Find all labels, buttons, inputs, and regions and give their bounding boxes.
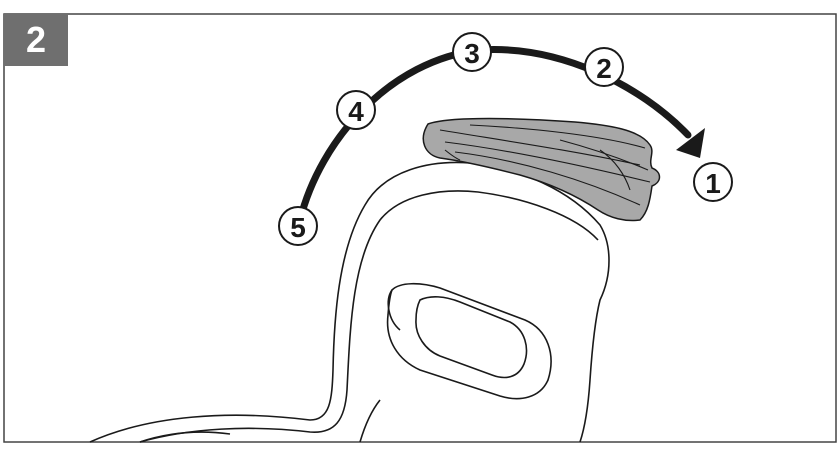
folded-strap <box>422 117 661 222</box>
step-number-badge: 2 <box>4 14 68 66</box>
marker-5: 5 <box>278 206 318 246</box>
arrow-head <box>676 128 705 158</box>
seat-headrest <box>89 161 610 443</box>
marker-1: 1 <box>693 162 733 202</box>
marker-2: 2 <box>584 47 624 87</box>
marker-2-label: 2 <box>596 53 612 84</box>
panel-border <box>3 13 837 443</box>
marker-3: 3 <box>452 32 492 72</box>
marker-1-label: 1 <box>705 168 721 199</box>
marker-5-label: 5 <box>290 212 306 243</box>
marker-4-label: 4 <box>348 96 364 127</box>
marker-4: 4 <box>336 90 376 130</box>
marker-3-label: 3 <box>464 38 480 69</box>
